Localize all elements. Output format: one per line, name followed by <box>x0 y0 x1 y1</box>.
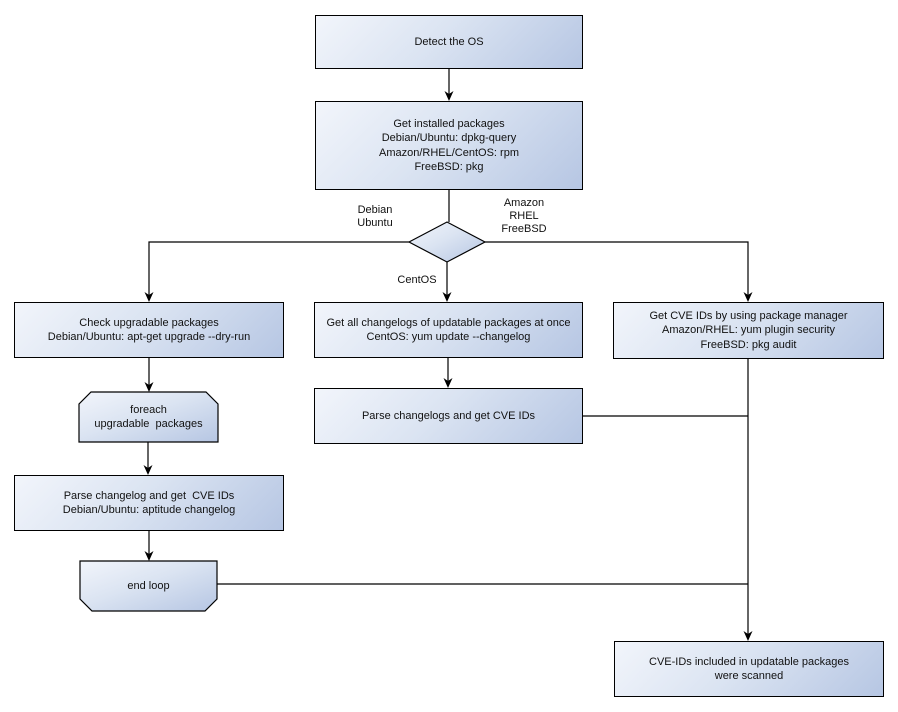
node-label: CVE-IDs included in updatable packages w… <box>649 655 849 683</box>
arrowhead <box>743 631 753 641</box>
node-label: Parse changelogs and get CVE IDs <box>361 409 536 422</box>
edge-label-centos: CentOS <box>397 274 437 286</box>
node-parse-changelogs-middle: Parse changelogs and get CVE IDs <box>314 388 583 444</box>
loop-end-shape <box>79 560 218 612</box>
loop-start-shape <box>78 391 219 443</box>
arrowhead <box>144 292 154 302</box>
decision-diamond <box>407 221 487 263</box>
node-get-cve-ids-package-manager: Get CVE IDs by using package manager Ama… <box>613 302 884 359</box>
arrowhead <box>443 378 453 388</box>
node-label: Get CVE IDs by using package manager Ama… <box>649 309 848 351</box>
node-label: Detect the OS <box>414 35 484 48</box>
arrowhead <box>144 551 154 561</box>
arrowhead <box>143 465 153 475</box>
edge-diamond-to-left <box>148 241 409 298</box>
arrowhead <box>743 292 753 302</box>
node-label: Get installed packages Debian/Ubuntu: dp… <box>379 117 519 174</box>
node-get-all-changelogs: Get all changelogs of updatable packages… <box>314 302 583 358</box>
node-parse-changelog-left: Parse changelog and get CVE IDs Debian/U… <box>14 475 284 531</box>
arrowhead <box>442 292 452 302</box>
node-label: Check upgradable packages Debian/Ubuntu:… <box>47 316 251 344</box>
node-check-upgradable-packages: Check upgradable packages Debian/Ubuntu:… <box>14 302 284 358</box>
node-label: Get all changelogs of updatable packages… <box>326 316 571 344</box>
edge-label-debian-ubuntu: Debian Ubuntu <box>357 204 393 229</box>
edge-label-amazon-rhel-freebsd: Amazon RHEL FreeBSD <box>501 197 547 235</box>
node-cve-ids-scanned: CVE-IDs included in updatable packages w… <box>614 641 884 697</box>
arrowhead <box>144 382 154 392</box>
node-get-installed-packages: Get installed packages Debian/Ubuntu: dp… <box>315 101 583 190</box>
edge-diamond-to-right <box>485 241 749 298</box>
arrowheads <box>143 91 753 641</box>
arrowhead <box>444 91 454 101</box>
node-detect-os: Detect the OS <box>315 15 583 69</box>
connectors <box>147 69 749 637</box>
node-label: Parse changelog and get CVE IDs Debian/U… <box>62 489 236 517</box>
